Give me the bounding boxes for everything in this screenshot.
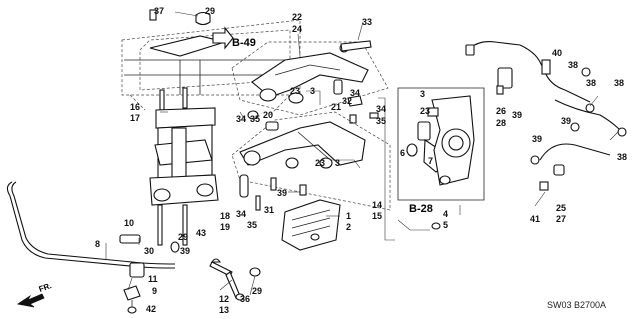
callout-29: 29 — [252, 286, 262, 296]
stabilizer-bar — [6, 181, 180, 314]
callout-34: 34 — [236, 209, 246, 219]
callout-25: 25 — [556, 203, 566, 213]
callout-18: 18 — [220, 211, 230, 221]
callout-39: 39 — [532, 134, 542, 144]
mount-bracket-detail — [121, 9, 301, 116]
damper-fork — [149, 87, 219, 246]
callout-12: 12 — [219, 294, 229, 304]
callout-23: 23 — [290, 86, 300, 96]
callout-34: 34 — [376, 104, 386, 114]
diagram-code: SW03 B2700A — [547, 300, 606, 310]
callout-3: 3 — [420, 89, 425, 99]
front-direction-arrow-icon — [16, 293, 45, 308]
callout-29: 29 — [178, 232, 188, 242]
upper-control-arm — [231, 40, 389, 124]
callout-11: 11 — [148, 274, 158, 284]
callout-41: 41 — [530, 214, 540, 224]
reference-page-b28: B-28 — [409, 203, 433, 215]
callout-28: 28 — [496, 118, 506, 128]
callout-37: 37 — [154, 6, 164, 16]
callout-9: 9 — [152, 286, 157, 296]
callout-34: 34 — [350, 88, 360, 98]
callout-10: 10 — [124, 218, 134, 228]
callout-3: 3 — [335, 158, 340, 168]
callout-35: 35 — [376, 116, 386, 126]
callout-23: 23 — [315, 158, 325, 168]
callout-19: 19 — [220, 222, 230, 232]
callout-22: 22 — [292, 12, 302, 22]
callout-4: 4 — [443, 209, 448, 219]
callout-39: 39 — [561, 116, 571, 126]
callout-7: 7 — [428, 156, 433, 166]
front-direction-label: FR. — [38, 281, 53, 294]
callout-30: 30 — [144, 246, 154, 256]
callout-34: 34 — [236, 114, 246, 124]
splash-shield — [281, 199, 341, 251]
callout-23: 23 — [420, 106, 430, 116]
callout-39: 39 — [180, 246, 190, 256]
callout-31: 31 — [264, 205, 274, 215]
reference-page-b49: B-49 — [232, 37, 256, 49]
callout-20: 20 — [263, 110, 273, 120]
callout-29: 29 — [205, 6, 215, 16]
callout-13: 13 — [219, 305, 229, 315]
callout-17: 17 — [130, 113, 140, 123]
callout-1: 1 — [346, 211, 351, 221]
leader-lines — [105, 11, 619, 296]
callout-40: 40 — [552, 48, 562, 58]
callout-36: 36 — [240, 294, 250, 304]
callout-35: 35 — [247, 220, 257, 230]
abs-sensor-harness — [465, 41, 627, 191]
callout-33: 33 — [362, 17, 372, 27]
callout-38: 38 — [568, 60, 578, 70]
callout-38: 38 — [586, 78, 596, 88]
callout-21: 21 — [331, 102, 341, 112]
callout-8: 8 — [95, 239, 100, 249]
callout-2: 2 — [346, 222, 351, 232]
callout-14: 14 — [372, 200, 382, 210]
callout-35: 35 — [250, 114, 260, 124]
knuckle-assembly — [397, 87, 485, 230]
callout-38: 38 — [617, 152, 627, 162]
callout-27: 27 — [556, 214, 566, 224]
callout-43: 43 — [196, 228, 206, 238]
callout-24: 24 — [292, 24, 302, 34]
callout-15: 15 — [372, 211, 382, 221]
part-callouts: 37 29 22 24 33 40 38 38 16 17 23 3 21 32… — [95, 6, 627, 315]
callout-32: 32 — [342, 96, 352, 106]
callout-26: 26 — [496, 106, 506, 116]
arrow-icon — [212, 26, 234, 50]
callout-6: 6 — [400, 148, 405, 158]
callout-38: 38 — [614, 78, 624, 88]
callout-39: 39 — [512, 110, 522, 120]
callout-39: 39 — [277, 188, 287, 198]
callout-16: 16 — [130, 102, 140, 112]
callout-5: 5 — [443, 220, 448, 230]
callout-42: 42 — [146, 304, 156, 314]
callout-3: 3 — [310, 86, 315, 96]
lower-control-arm — [231, 110, 391, 211]
